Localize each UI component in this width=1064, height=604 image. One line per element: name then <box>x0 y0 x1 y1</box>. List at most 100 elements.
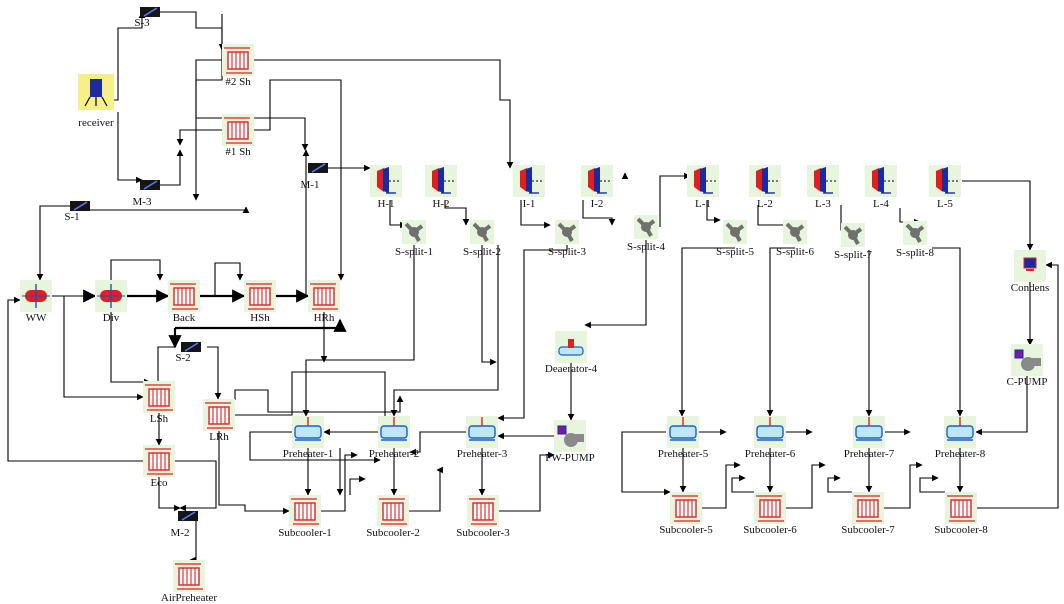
block-label-sh1: #1 Sh <box>225 146 251 158</box>
block-sc1[interactable]: Subcooler-1 <box>278 495 332 539</box>
block-ss5[interactable]: S-split-5 <box>716 220 754 258</box>
block-receiver[interactable]: receiver <box>78 74 114 129</box>
block-hsh[interactable]: HSh <box>244 280 276 324</box>
block-div[interactable]: Div <box>95 280 127 324</box>
block-eco[interactable]: Eco <box>143 445 175 489</box>
block-sc3[interactable]: Subcooler-3 <box>456 495 510 539</box>
boiler-heater-icon <box>95 280 127 312</box>
heat-exchanger-icon <box>244 280 276 312</box>
block-label-lrh: LRh <box>209 431 229 443</box>
block-s1[interactable]: S-1 <box>64 201 90 223</box>
block-h1[interactable]: H-1 <box>370 165 402 210</box>
block-l2[interactable]: L-2 <box>749 165 781 210</box>
preheater-icon <box>853 416 885 448</box>
block-label-condens: Condens <box>1011 282 1050 294</box>
deaerator-icon <box>555 331 587 363</box>
block-label-eco: Eco <box>150 477 168 489</box>
block-ss2[interactable]: S-split-2 <box>463 220 501 258</box>
block-s2[interactable]: S-2 <box>175 342 201 364</box>
block-deaerator[interactable]: Deaerator-4 <box>545 331 598 375</box>
block-ss6[interactable]: S-split-6 <box>776 220 814 258</box>
block-label-ss1: S-split-1 <box>395 246 433 258</box>
block-l4[interactable]: L-4 <box>865 165 897 210</box>
block-ss4[interactable]: S-split-4 <box>627 215 665 253</box>
block-label-m1: M-1 <box>301 179 320 191</box>
block-sc6[interactable]: Subcooler-6 <box>743 492 797 536</box>
heat-exchanger-icon <box>852 492 884 524</box>
block-condens[interactable]: Condens <box>1011 250 1050 294</box>
block-label-l3: L-3 <box>815 198 831 210</box>
block-ss8[interactable]: S-split-8 <box>896 221 934 259</box>
steam-split-icon <box>783 220 807 244</box>
block-ph2[interactable]: Preheater-2 <box>369 416 419 460</box>
preheater-icon <box>466 416 498 448</box>
block-back[interactable]: Back <box>168 280 200 324</box>
splitter-icon <box>70 201 90 211</box>
heat-exchanger-icon <box>308 280 340 312</box>
block-ss7[interactable]: S-split-7 <box>834 223 872 261</box>
block-label-l4: L-4 <box>873 198 889 210</box>
condenser-icon <box>1014 250 1046 282</box>
block-sh1[interactable]: #1 Sh <box>222 114 254 158</box>
block-label-sc8: Subcooler-8 <box>934 524 988 536</box>
block-cpump[interactable]: C-PUMP <box>1007 344 1048 388</box>
block-ph7[interactable]: Preheater-7 <box>844 416 895 460</box>
block-ph6[interactable]: Preheater-6 <box>745 416 796 460</box>
block-sc5[interactable]: Subcooler-5 <box>659 492 713 536</box>
turbine-icon <box>370 165 402 197</box>
preheater-icon <box>754 416 786 448</box>
turbine-icon <box>581 165 613 197</box>
block-sh2[interactable]: #2 Sh <box>222 44 254 88</box>
block-sc7[interactable]: Subcooler-7 <box>841 492 895 536</box>
block-i2[interactable]: I-2 <box>581 165 613 210</box>
splitter-icon <box>181 342 201 352</box>
heat-exchanger-icon <box>222 44 254 76</box>
block-label-ss2: S-split-2 <box>463 246 501 258</box>
block-h2[interactable]: H-2 <box>425 165 457 210</box>
block-label-s1: S-1 <box>64 211 79 223</box>
block-label-sc5: Subcooler-5 <box>659 524 713 536</box>
heat-exchanger-icon <box>143 381 175 413</box>
block-ww[interactable]: WW <box>20 280 52 324</box>
block-ph8[interactable]: Preheater-8 <box>935 416 986 460</box>
block-l3[interactable]: L-3 <box>807 165 839 210</box>
block-label-sc1: Subcooler-1 <box>278 527 332 539</box>
block-hrh[interactable]: HRh <box>308 280 340 324</box>
block-sc2[interactable]: Subcooler-2 <box>366 495 420 539</box>
block-l1[interactable]: L-1 <box>687 165 719 210</box>
block-label-l2: L-2 <box>757 198 773 210</box>
turbine-icon <box>749 165 781 197</box>
steam-split-icon <box>841 223 865 247</box>
block-fwpump[interactable]: FW-PUMP <box>545 420 595 464</box>
block-i1[interactable]: I-1 <box>513 165 545 210</box>
block-lsh[interactable]: LSh <box>143 381 175 425</box>
unit-blocks: S-3 receiver #2 Sh #1 Sh M-3 M-1S-1WW Div Back H… <box>20 7 1049 604</box>
block-label-l1: L-1 <box>695 198 711 210</box>
block-ss3[interactable]: S-split-3 <box>548 220 586 258</box>
block-sc8[interactable]: Subcooler-8 <box>934 492 988 536</box>
block-s3[interactable]: S-3 <box>134 7 160 29</box>
block-label-airpre: AirPreheater <box>161 592 218 604</box>
block-airpre[interactable]: AirPreheater <box>161 560 218 604</box>
preheater-icon <box>944 416 976 448</box>
heat-exchanger-icon <box>670 492 702 524</box>
block-label-div: Div <box>103 312 120 324</box>
block-label-l5: L-5 <box>937 198 953 210</box>
block-ss1[interactable]: S-split-1 <box>395 220 433 258</box>
block-label-ph2: Preheater-2 <box>369 448 419 460</box>
block-m2[interactable]: M-2 <box>171 511 198 539</box>
block-m3[interactable]: M-3 <box>133 180 160 208</box>
boiler-heater-icon <box>20 280 52 312</box>
block-ph5[interactable]: Preheater-5 <box>658 416 709 460</box>
block-ph3[interactable]: Preheater-3 <box>457 416 508 460</box>
block-label-ss7: S-split-7 <box>834 249 872 261</box>
block-label-deaerator: Deaerator-4 <box>545 363 598 375</box>
turbine-icon <box>865 165 897 197</box>
block-lrh[interactable]: LRh <box>203 399 235 443</box>
block-l5[interactable]: L-5 <box>929 165 961 210</box>
steam-split-icon <box>634 215 658 239</box>
block-label-ss4: S-split-4 <box>627 241 665 253</box>
block-m1[interactable]: M-1 <box>301 163 328 191</box>
block-ph1[interactable]: Preheater-1 <box>283 416 333 460</box>
block-label-fwpump: FW-PUMP <box>545 452 595 464</box>
